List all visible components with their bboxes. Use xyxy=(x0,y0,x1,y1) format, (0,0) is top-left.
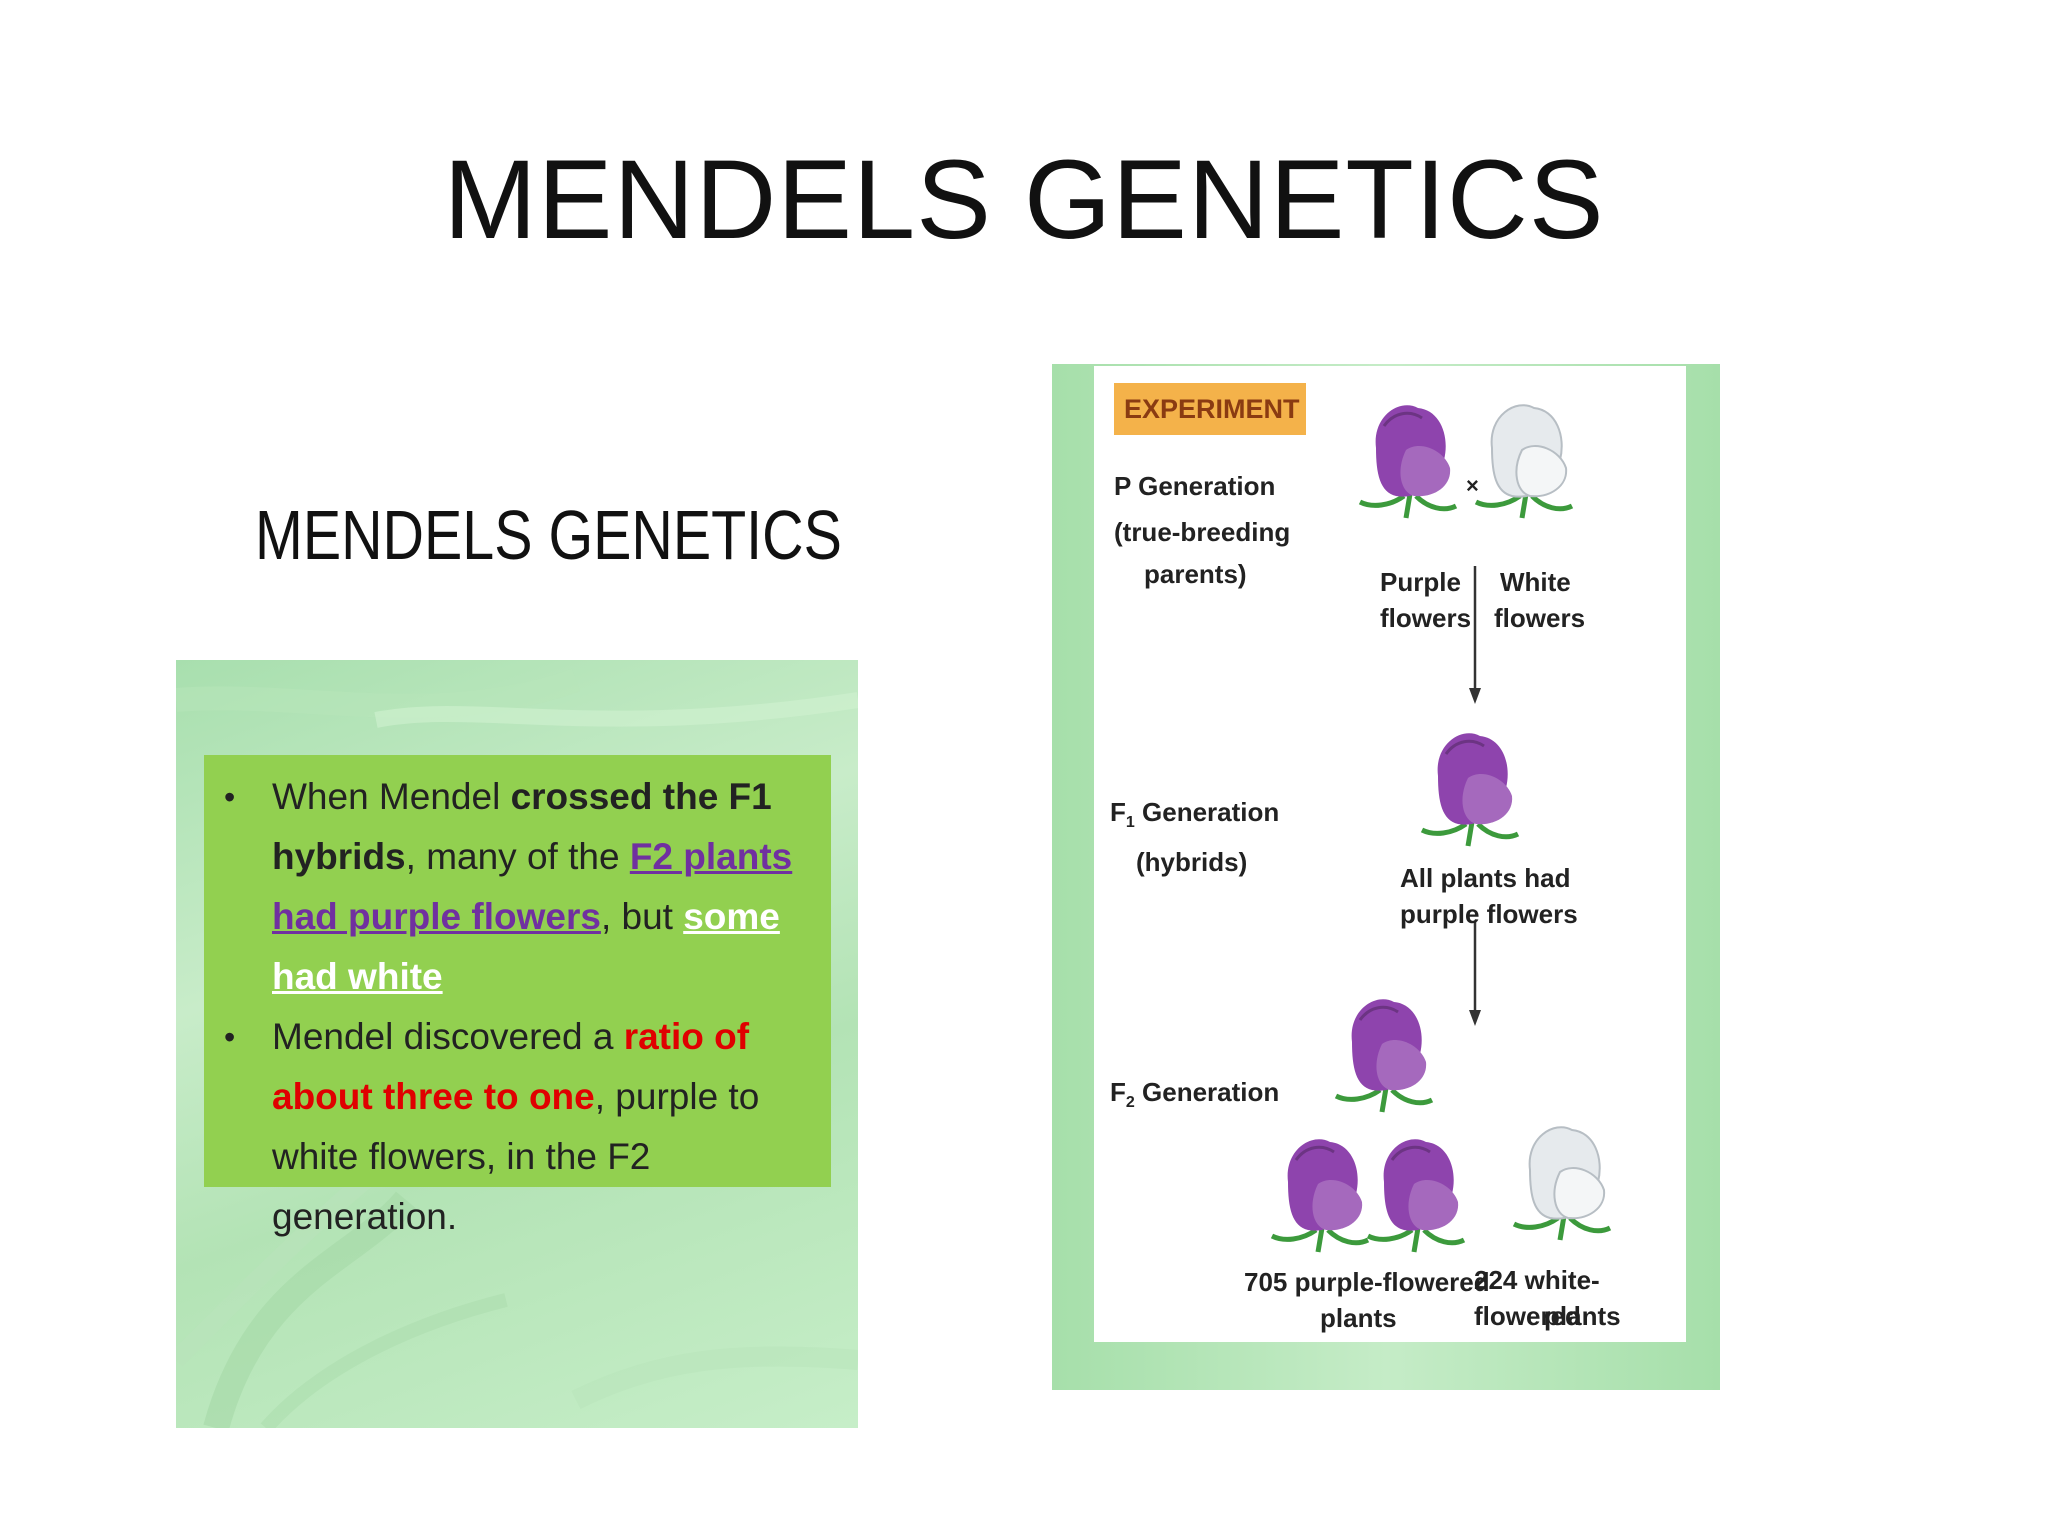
text-run: , but xyxy=(600,896,684,937)
f1-result-label: All plants had xyxy=(1400,863,1571,893)
slide-title: MENDELS GENETICS xyxy=(443,137,1605,262)
bold-text: crossed the F1 hybrids xyxy=(272,776,772,877)
purple-flower-icon xyxy=(1272,1139,1368,1252)
p-generation-label: parents) xyxy=(1144,559,1247,589)
text-run: Mendel discovered a xyxy=(272,1016,624,1057)
purple-link[interactable]: F2 plants had purple flowers xyxy=(272,836,793,937)
right-image-panel: EXPERIMENT P Generation (true-breeding p… xyxy=(1052,364,1720,1390)
f1-generation-label: F1 Generation xyxy=(1110,794,1279,841)
white-flower-icon xyxy=(1476,405,1572,518)
bullet-item: • When Mendel crossed the F1 hybrids, ma… xyxy=(224,767,824,1007)
f2-white-count: plants xyxy=(1544,1301,1621,1331)
cross-symbol: × xyxy=(1466,473,1479,498)
purple-flowers-label: Purple xyxy=(1380,567,1461,597)
figure-graphics xyxy=(1094,366,1686,1342)
bullet-list: • When Mendel crossed the F1 hybrids, ma… xyxy=(224,767,824,1247)
purple-flower-icon xyxy=(1368,1139,1464,1252)
p-generation-label: P Generation xyxy=(1114,471,1276,501)
bullet-dot: • xyxy=(224,1019,236,1055)
f1-result-label: purple flowers xyxy=(1400,899,1578,929)
arrow-head xyxy=(1469,1010,1481,1026)
p-generation-label: (true-breeding xyxy=(1114,517,1291,547)
f2-text: Generation xyxy=(1134,1077,1280,1107)
purple-flower-icon xyxy=(1360,405,1456,518)
f1-subscript: 1 xyxy=(1125,814,1135,832)
f2-letter: F xyxy=(1110,1077,1126,1107)
f1-letter: F xyxy=(1110,797,1126,827)
white-flower-icon xyxy=(1514,1127,1610,1240)
arrow-head xyxy=(1469,688,1481,704)
f1-text: Generation xyxy=(1134,797,1280,827)
f1-hybrids-label: (hybrids) xyxy=(1136,847,1248,877)
red-highlight-text: ratio of about three to one xyxy=(272,1016,750,1117)
bullet-item: • Mendel discovered a ratio of about thr… xyxy=(224,1007,824,1247)
left-image-panel: • When Mendel crossed the F1 hybrids, ma… xyxy=(176,660,858,1428)
white-flowers-label: White xyxy=(1500,567,1571,597)
dna-helix-decoration xyxy=(176,668,858,1428)
bullet-dot: • xyxy=(224,779,236,815)
text-box: • When Mendel crossed the F1 hybrids, ma… xyxy=(204,755,831,1237)
text-run: , many of the xyxy=(405,836,630,877)
experiment-tag: EXPERIMENT xyxy=(1114,383,1306,435)
white-flowers-label: flowers xyxy=(1494,603,1586,633)
white-link[interactable]: some had white xyxy=(272,896,780,997)
f2-purple-count: 705 purple-flowered xyxy=(1244,1267,1490,1297)
f2-generation-label: F2 Generation xyxy=(1110,1074,1279,1121)
f2-purple-count: plants xyxy=(1320,1303,1397,1333)
purple-flowers-label: flowers xyxy=(1380,603,1472,633)
subtitle: MENDELS GENETICS xyxy=(255,496,842,574)
purple-flower-icon xyxy=(1422,733,1518,846)
text-run: When Mendel xyxy=(272,776,511,817)
f2-subscript: 2 xyxy=(1125,1094,1135,1112)
experiment-figure: EXPERIMENT P Generation (true-breeding p… xyxy=(1094,366,1686,1342)
text-run: , purple to white flowers, in the F2 gen… xyxy=(272,1076,760,1237)
f2-white-count: 224 white-flowered xyxy=(1474,1265,1600,1331)
purple-flower-icon xyxy=(1336,999,1432,1112)
